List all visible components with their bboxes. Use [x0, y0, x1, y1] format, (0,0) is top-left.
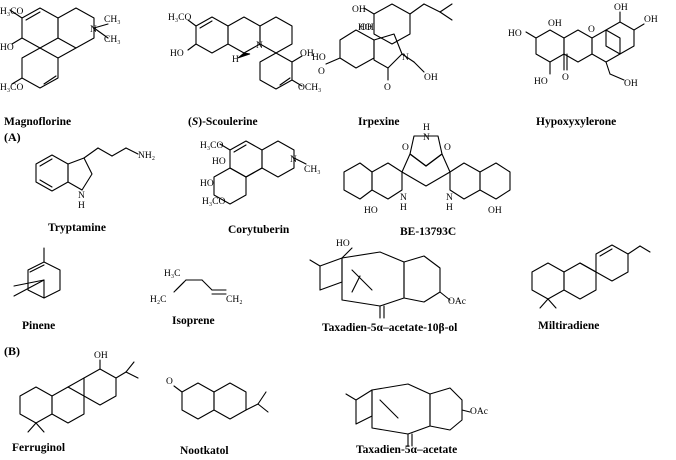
panel-label-a: (A): [4, 130, 21, 144]
label-hypoxyxylerone-5: OH: [644, 15, 658, 25]
label-be13793c-0: H: [423, 123, 430, 133]
structure-tryptamine: NH₂ N H: [35, 147, 155, 211]
label-be13793c-4: HO: [364, 206, 378, 216]
structure-ferruginol: OH: [19, 351, 139, 433]
label-irpexine-0: OH: [352, 5, 366, 15]
panel-label-b: (B): [4, 344, 20, 358]
label-scoulerine-5: OCH₃: [298, 83, 321, 93]
label-magnoflorine-0: H₃CO: [0, 7, 24, 17]
label-tryptamine-1: N: [78, 191, 85, 201]
label-magnoflorine-2: H₃CO: [0, 83, 24, 93]
label-taxadienol-0: HO: [336, 239, 350, 249]
structure-be13793c: H O N O HO N H N H OH: [343, 123, 511, 216]
label-taxadienol-1: OAc: [448, 297, 466, 307]
label-hypoxyxylerone-2: HO: [508, 29, 522, 39]
label-magnoflorine-1: HO: [0, 43, 14, 53]
compound-name-ferruginol: Ferruginol: [12, 442, 66, 454]
structure-taxadienol: HO OAc: [309, 239, 466, 319]
structure-hypoxyxylerone: OH OH HO O HO OH O OH: [508, 3, 658, 89]
label-corytuberin-4: N: [290, 155, 297, 165]
structure-isoprene: H₃C H₂C CH₂: [150, 269, 243, 305]
label-irpexine-1: OH: [360, 23, 374, 33]
compound-name-taxadiene-acetate: Taxadien-5α–acetate: [356, 444, 458, 456]
label-irpexine-6: O: [384, 83, 391, 93]
compound-name-taxadienol: Taxadien-5α–acetate-10β-ol: [322, 322, 458, 334]
compound-name-hypoxyxylerone: Hypoxyxylerone: [536, 116, 617, 128]
structure-nootkatol: O: [166, 377, 269, 420]
structure-scoulerine: H₃CO HO H N OH OCH₃: [168, 13, 321, 93]
label-magnoflorine-4: CH₃: [104, 15, 121, 25]
label-be13793c-7: N: [446, 193, 453, 203]
compound-name-magnoflorine: Magnoflorine: [4, 116, 72, 128]
structure-magnoflorine: H₃CO HO H₃CO N CH₃ CH₃: [0, 7, 121, 93]
label-corytuberin-5: CH₃: [304, 165, 321, 175]
label-magnoflorine-5: CH₃: [104, 35, 121, 45]
label-isoprene-0: H₃C: [164, 269, 181, 279]
label-hypoxyxylerone-7: OH: [624, 79, 638, 89]
label-nootkatol-0: O: [166, 377, 173, 387]
label-corytuberin-1: HO: [212, 157, 226, 167]
label-tryptamine-0: NH₂: [138, 151, 155, 161]
label-be13793c-3: O: [444, 143, 451, 153]
label-corytuberin-3: H₃CO: [202, 197, 226, 207]
label-scoulerine-0: H₃CO: [168, 13, 192, 23]
label-be13793c-8: H: [446, 203, 453, 213]
compound-name-be13793c: BE-13793C: [400, 226, 457, 238]
label-be13793c-6: H: [400, 203, 407, 213]
label-be13793c-9: OH: [488, 206, 502, 216]
label-scoulerine-4: OH: [300, 49, 314, 59]
label-hypoxyxylerone-4: HO: [534, 77, 548, 87]
compound-name-corytuberin: Corytuberin: [228, 224, 290, 236]
structure-taxadiene-acetate: OAc: [345, 383, 488, 447]
compound-name-nootkatol: Nootkatol: [180, 445, 229, 457]
label-be13793c-2: N: [423, 133, 430, 143]
label-be13793c-5: N: [400, 193, 407, 203]
structure-irpexine: OH OH HO O HO N O OH: [312, 3, 453, 93]
label-irpexine-4: HO: [358, 23, 372, 33]
compound-name-irpexine: Irpexine: [358, 116, 400, 128]
compound-name-isoprene: Isoprene: [172, 315, 215, 327]
label-hypoxyxylerone-1: OH: [614, 3, 628, 13]
label-corytuberin-2: HO: [200, 179, 214, 189]
label-be13793c-1: O: [402, 143, 409, 153]
compound-name-pinene: Pinene: [22, 320, 56, 332]
label-irpexine-7: OH: [424, 73, 438, 83]
compound-name-scoulerine: (S)-Scoulerine: [188, 116, 258, 128]
label-irpexine-3: O: [318, 67, 325, 77]
label-scoulerine-3: N: [256, 41, 263, 51]
label-tryptamine-2: H: [78, 201, 85, 211]
compound-name-miltiradiene: Miltiradiene: [538, 320, 600, 332]
compound-name-tryptamine: Tryptamine: [48, 222, 106, 234]
structure-miltiradiene: [531, 244, 651, 309]
label-taxadiene-acetate-0: OAc: [470, 407, 488, 417]
structure-corytuberin: H₃CO HO HO H₃CO N CH₃: [200, 140, 321, 207]
label-ferruginol-0: OH: [94, 351, 108, 361]
label-magnoflorine-3: N: [90, 25, 97, 35]
label-hypoxyxylerone-6: O: [562, 73, 569, 83]
label-hypoxyxylerone-3: O: [588, 25, 595, 35]
label-hypoxyxylerone-0: OH: [548, 19, 562, 29]
label-scoulerine-1: HO: [170, 49, 184, 59]
label-isoprene-2: CH₂: [226, 295, 243, 305]
structure-pinene: [13, 247, 61, 299]
label-corytuberin-0: H₃CO: [200, 141, 224, 151]
label-irpexine-5: N: [402, 53, 409, 63]
label-isoprene-1: H₂C: [150, 295, 167, 305]
label-irpexine-2: HO: [312, 53, 326, 63]
label-scoulerine-2: H: [232, 55, 239, 65]
